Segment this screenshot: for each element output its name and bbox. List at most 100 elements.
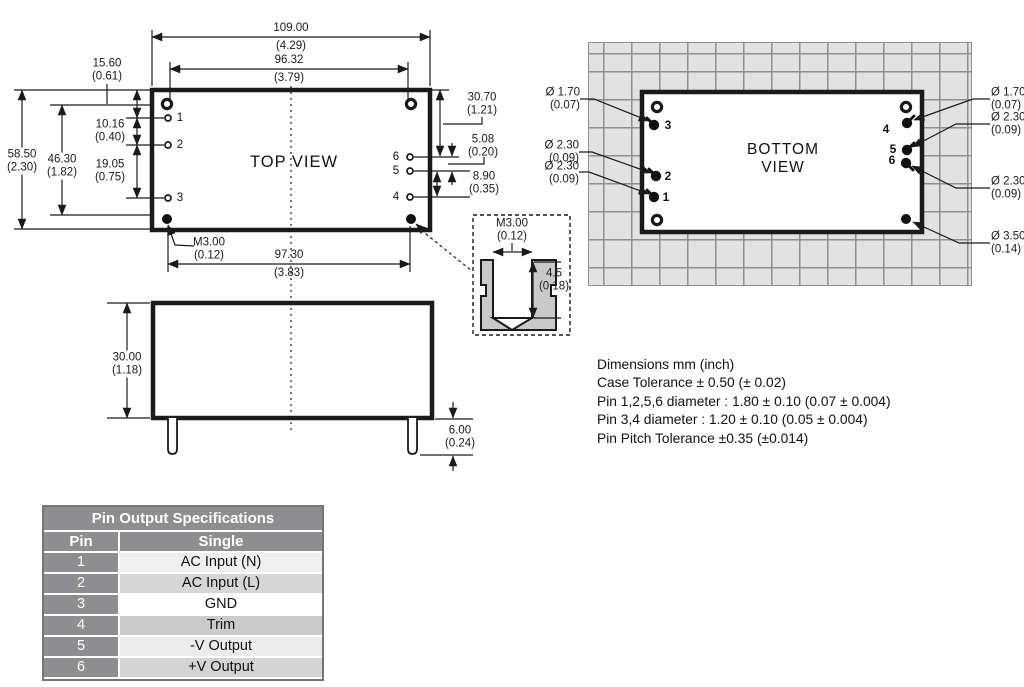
dim-detail-depth: 4.5 (0.18) [539,268,569,293]
dim-mm: 8.90 [472,170,496,183]
dia-mm: Ø 2.30 [991,111,1024,124]
dim-inch: (0.24) [444,437,476,449]
top-pin-label-6: 6 [392,151,400,163]
top-pin-label-3: 3 [176,192,184,204]
dim-mm: 10.16 [95,118,125,131]
dim-inch: (0.61) [91,70,123,82]
note-line: Dimensions mm (inch) [597,357,735,372]
dia-inch: (0.09) [991,188,1022,200]
pin-number-cell: 6 [44,658,118,677]
dim-mm: 30.70 [467,91,497,104]
dim-mm: M3.00 [193,236,225,249]
dim-mm: 19.05 [95,158,125,171]
mounting-hole [404,97,418,111]
dim-mm: 58.50 [7,148,37,161]
dim-pin6-offset: 30.70 (1.21) [467,92,497,117]
bottom-view-leader-lines [579,98,990,244]
dia-mm: Ø 2.30 [544,160,579,173]
dia-mm: Ø 2.30 [544,139,579,152]
note-line: Case Tolerance ± 0.50 (± 0.02) [597,375,786,391]
table-row: 6 +V Output [44,658,322,677]
dim-mm: 30.00 [112,351,142,364]
mounting-hole [160,97,174,111]
mounting-hole [899,100,913,114]
note-line: Pin 3,4 diameter : 1.20 ± 0.10 (0.05 ± 0… [597,412,868,428]
pin [406,193,414,201]
mounting-hole [650,100,664,114]
dia-mm: Ø 1.70 [545,86,580,99]
dim-mm: 4.5 [545,267,562,280]
table-header-row: Pin Single [44,532,322,551]
pin [406,167,414,175]
dim-inch: (1.21) [466,104,498,116]
pin-number-cell: 4 [44,616,118,635]
dim-mm: 15.60 [92,57,122,70]
dia-label-pin5: Ø 2.30 (0.09) [991,112,1024,137]
pin-number-cell: 5 [44,637,118,656]
bottom-pin-label-4: 4 [882,122,890,136]
dim-hole-span-top: 96.32 (3.79) [274,54,304,84]
bottom-pin-label-3: 3 [664,118,672,132]
side-view-leg-right [407,418,418,455]
pin-function-cell: GND [120,595,322,614]
dia-label-pin2: Ø 2.30 (0.09) [544,140,579,165]
bottom-pin-label-1: 1 [662,190,670,204]
dim-inch: (3.79) [273,71,305,84]
dia-inch: (0.09) [548,152,579,164]
dim-case-height: 30.00 (1.18) [109,350,145,378]
table-row: 1 AC Input (N) [44,553,322,572]
note-line: Pin Pitch Tolerance ±0.35 (±0.014) [597,430,809,446]
threaded-insert [901,214,911,224]
table-row: 4 Trim [44,616,322,635]
dia-inch: (0.09) [548,173,579,185]
top-pin-label-2: 2 [176,139,184,151]
bottom-view-case [639,89,925,235]
pin [164,114,172,122]
top-view-holes-and-pins [160,97,418,224]
dim-detail-thread: M3.00 (0.12) [496,218,528,243]
dim-inch: (0.40) [94,131,126,143]
dia-label-pin4: Ø 1.70 (0.07) [991,87,1024,112]
dia-label-pin3: Ø 1.70 (0.07) [545,87,580,112]
top-pin-label-1: 1 [176,112,184,124]
pin-function-cell: +V Output [120,658,322,677]
insert-detail-view [472,214,571,336]
bottom-pin-label-6: 6 [888,153,896,167]
dim-mm: 46.30 [47,153,77,166]
top-view-title: TOP VIEW [249,153,339,171]
pin-number-cell: 1 [44,553,118,572]
tolerance-notes: Dimensions mm (inch) Case Tolerance ± 0.… [597,356,891,448]
dim-inch: (0.20) [467,146,499,158]
dim-mm: M3.00 [496,217,528,230]
table-title: Pin Output Specifications [44,507,322,530]
top-pin-label-5: 5 [392,165,400,177]
dim-inch: (0.12) [193,249,225,261]
bottom-pin-label-2: 2 [664,169,672,183]
threaded-insert [406,214,416,224]
pin [164,141,172,149]
dim-inch: (0.12) [496,230,528,242]
dim-mm: 6.00 [448,424,472,437]
dim-pin1-offset: 15.60 (0.61) [92,58,122,83]
dim-pin6-pin5: 5.08 (0.20) [468,134,498,159]
dim-pin5-pin4: 8.90 (0.35) [469,171,499,196]
dim-mm: 109.00 [273,22,309,34]
pin [164,194,172,202]
pin-output-table: Pin Output Specifications Pin Single 1 A… [42,505,324,681]
dia-mm: Ø 1.70 [991,86,1024,99]
pin [406,153,414,161]
dim-inch: (1.82) [46,166,78,178]
pin-function-cell: -V Output [120,637,322,656]
pin-number-cell: 2 [44,574,118,593]
dim-overall-width: 109.00 (4.29) [273,22,308,52]
dim-mm: 97.30 [274,249,304,261]
note-line: Pin 1,2,5,6 diameter : 1.80 ± 0.10 (0.07… [597,393,891,409]
dia-label-pin1: Ø 2.30 (0.09) [544,161,579,186]
col-header-single: Single [120,532,322,551]
dim-insert-span-bottom: 97.30 (3.83) [274,249,304,279]
col-header-pin: Pin [44,532,118,551]
dim-mm: 96.32 [274,54,304,66]
bottom-pin-label-5: 5 [889,142,897,156]
